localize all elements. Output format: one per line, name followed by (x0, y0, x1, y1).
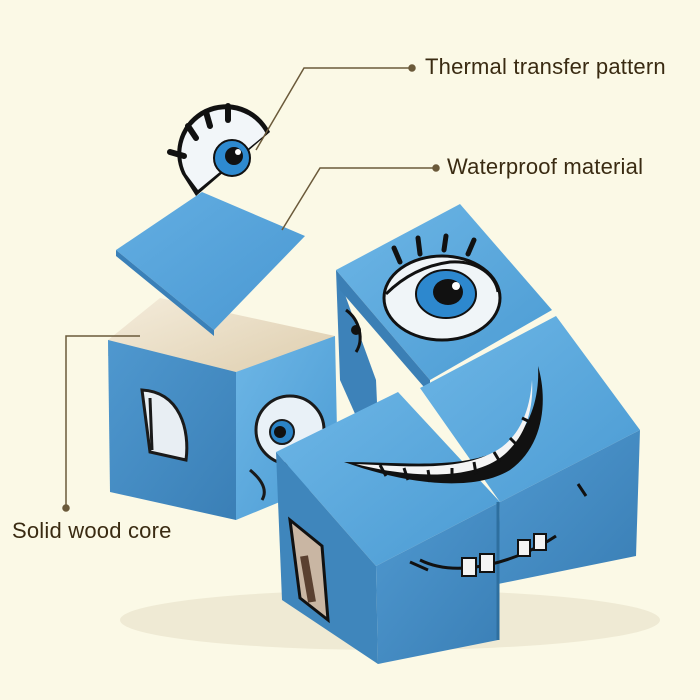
callout-lines (62, 64, 440, 512)
waterproof-callout-line (281, 167, 436, 231)
wood-callout-line (65, 335, 140, 508)
smile-cube-left (276, 392, 500, 664)
thermal-callout-line (255, 67, 412, 151)
buck-teeth-pattern (409, 483, 588, 577)
eye-cube (336, 204, 552, 470)
waterproof-sheet (116, 192, 305, 330)
waterproof-material-label: Waterproof material (447, 154, 644, 179)
eye-sticker (167, 103, 270, 196)
smile-pattern (344, 366, 543, 484)
thermal-transfer-label: Thermal transfer pattern (425, 54, 666, 79)
solid-wood-core-label: Solid wood core (12, 518, 172, 543)
